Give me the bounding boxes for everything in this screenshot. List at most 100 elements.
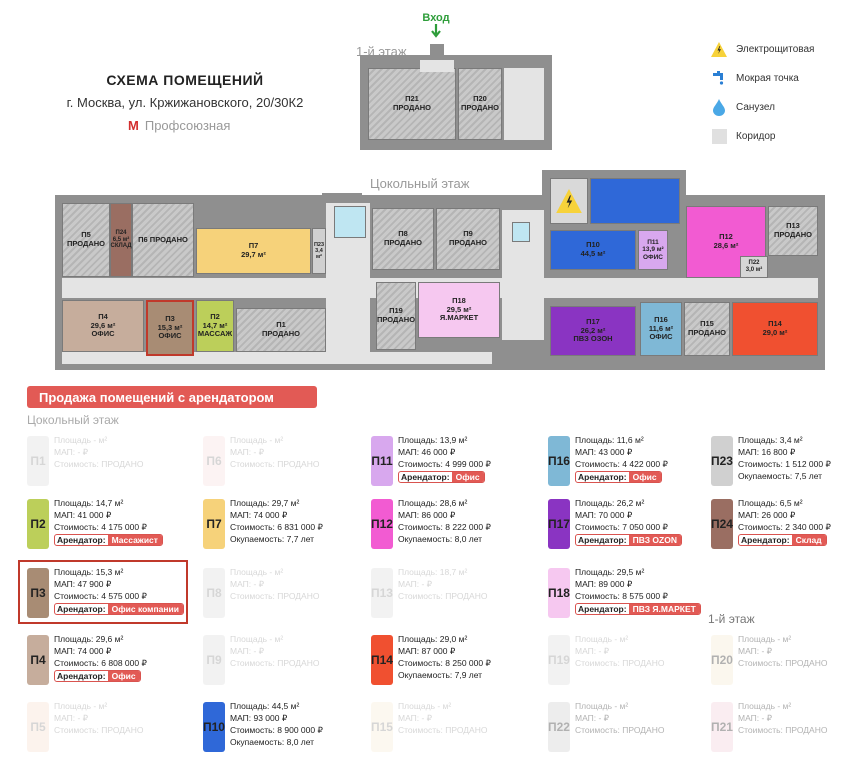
card-id: П20 <box>711 635 733 685</box>
card-id: П17 <box>548 499 570 549</box>
metro-icon: М <box>128 118 139 133</box>
section-basement-label: Цокольный этаж <box>27 413 119 427</box>
entry-label: Вход <box>422 12 450 24</box>
legend-corridor: Коридор <box>710 127 776 145</box>
card-id: П3 <box>27 568 49 618</box>
lightning-icon <box>556 189 582 213</box>
basement-wall-top <box>322 193 362 203</box>
card-id: П16 <box>548 436 570 486</box>
address: г. Москва, ул. Кржижановского, 20/30К2 <box>66 95 304 110</box>
card-id: П2 <box>27 499 49 549</box>
card-id: П10 <box>203 702 225 752</box>
faucet-icon <box>710 69 728 87</box>
lightning-icon <box>710 40 728 58</box>
card-id: П18 <box>548 568 570 618</box>
legend-wet-point: Мокрая точка <box>710 69 799 87</box>
card-id: П7 <box>203 499 225 549</box>
legend-label: Санузел <box>736 101 775 113</box>
card-id: П15 <box>371 702 393 752</box>
arrow-down-icon <box>431 24 441 38</box>
legend-label: Электрощитовая <box>736 43 815 55</box>
basement-corridor-bottom <box>62 352 492 364</box>
bathroom-2 <box>512 222 530 242</box>
basement-floor-label: Цокольный этаж <box>370 176 470 191</box>
legend-label: Мокрая точка <box>736 72 799 84</box>
drop-icon <box>710 98 728 116</box>
section-first-floor-label: 1-й этаж <box>708 612 755 626</box>
first-floor-room-blue <box>590 178 680 224</box>
card-id: П11 <box>371 436 393 486</box>
card-id: П23 <box>711 436 733 486</box>
corridor-swatch <box>710 127 728 145</box>
card-id: П19 <box>548 635 570 685</box>
room-p6[interactable]: П6 ПРОДАНО <box>132 203 194 277</box>
page-title: СХЕМА ПОМЕЩЕНИЙ <box>106 72 264 88</box>
card-id: П6 <box>203 436 225 486</box>
card-id: П12 <box>371 499 393 549</box>
card-id: П5 <box>27 702 49 752</box>
legend-bathroom: Санузел <box>710 98 775 116</box>
electrical-room <box>550 178 588 224</box>
first-floor-corridor <box>420 60 454 72</box>
card-id: П24 <box>711 499 733 549</box>
bathroom <box>334 206 366 238</box>
metro-label: Профсоюзная <box>144 118 231 133</box>
card-id: П4 <box>27 635 49 685</box>
card-id: П21 <box>711 702 733 752</box>
card-id: П9 <box>203 635 225 685</box>
legend-electrical: Электрощитовая <box>710 40 814 58</box>
sales-banner: Продажа помещений с арендатором <box>27 386 317 408</box>
card-id: П13 <box>371 568 393 618</box>
card-id: П14 <box>371 635 393 685</box>
first-floor-stairs <box>504 68 544 140</box>
highlight-p3 <box>18 560 188 624</box>
